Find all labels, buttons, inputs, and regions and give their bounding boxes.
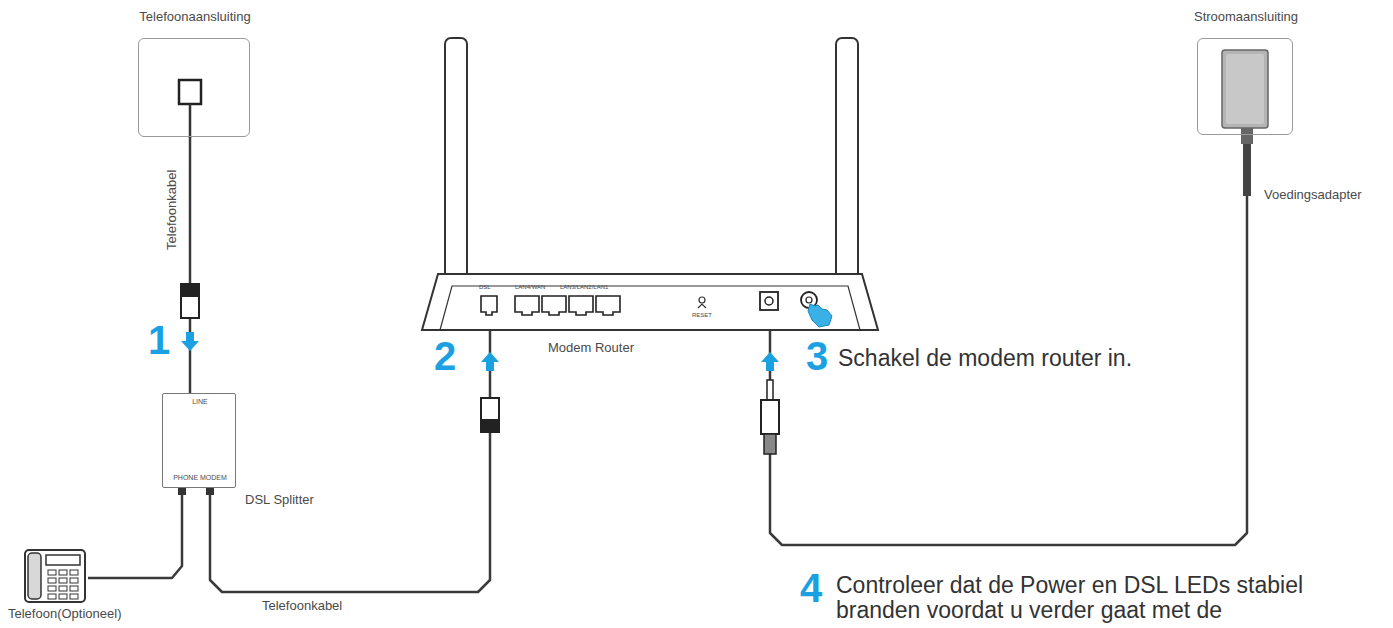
cable-label: Telefoonkabel xyxy=(262,598,342,614)
power-adapter xyxy=(1222,50,1268,196)
cable-label: Telefoonkabel xyxy=(164,155,180,265)
wall-socket: Telefoonaansluiting xyxy=(138,38,250,137)
part-name: DSL Splitter xyxy=(245,492,314,508)
port-label: PHONE MODEM xyxy=(163,474,237,482)
phone-socket xyxy=(179,80,201,138)
step-arrow xyxy=(481,352,499,371)
part-name: Modem Router xyxy=(548,340,634,356)
power-outlet: StroomaansluitingVoedingsadapter xyxy=(1197,38,1293,135)
rj11-plug xyxy=(481,398,499,432)
rj11-plug xyxy=(181,284,199,318)
modem-router xyxy=(422,38,878,330)
socket-label: Telefoonaansluiting xyxy=(99,9,291,25)
dsl-splitter: LINEPHONE MODEMDSL Splitter xyxy=(162,393,236,488)
splitter-ports xyxy=(178,487,214,495)
power-plug xyxy=(761,380,779,454)
callout-number: 4 xyxy=(800,566,822,610)
step-arrow xyxy=(761,352,779,371)
cable xyxy=(88,488,182,578)
callout-number: 1 xyxy=(148,318,170,362)
modem-router: DSLLAN4/WANLAN3/LAN2/LAN1RESETModem Rout… xyxy=(430,280,870,330)
step-arrow xyxy=(181,332,199,351)
telephone: Telefoon(Optioneel) xyxy=(22,548,88,604)
callout-number: 2 xyxy=(434,334,456,378)
cable xyxy=(189,137,192,393)
cable xyxy=(210,330,490,592)
hand-icon xyxy=(808,304,832,327)
instruction-text: Controleer dat de Power en DSL LEDs stab… xyxy=(836,573,1366,624)
callout-number: 3 xyxy=(806,334,828,378)
part-name: Voedingsadapter xyxy=(1264,187,1362,203)
instruction-text: Schakel de modem router in. xyxy=(838,346,1132,371)
phone-icon xyxy=(25,550,85,602)
port-label: LAN3/LAN2/LAN1 xyxy=(560,284,608,291)
outlet-label: Stroomaansluiting xyxy=(1166,9,1326,25)
part-name: Telefoon(Optioneel) xyxy=(8,606,121,622)
port-label: DSL xyxy=(479,284,491,291)
port-label: LINE xyxy=(163,398,237,406)
port-label: LAN4/WAN xyxy=(515,284,545,291)
port-label: RESET xyxy=(692,312,712,319)
